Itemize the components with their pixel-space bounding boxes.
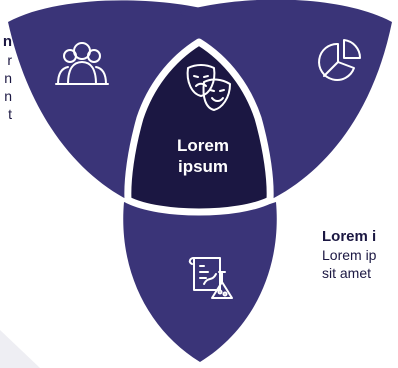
right-text-block: Lorem i Lorem ip sit amet: [322, 228, 398, 282]
theater-masks-icon: [186, 64, 231, 111]
left-text-block: n r n n t: [0, 33, 12, 123]
pie-chart-icon: [318, 39, 362, 81]
left-text-line2: n: [4, 70, 12, 86]
petal-left: [8, 0, 218, 201]
center-shape: [124, 38, 274, 216]
left-text-line1: r: [7, 52, 12, 68]
right-text-title: Lorem i: [322, 228, 377, 245]
right-text-line2: sit amet: [322, 265, 372, 281]
left-text-line4: t: [8, 106, 12, 122]
center-label-line2: ipsum: [177, 157, 229, 176]
corner-decoration: [0, 330, 40, 368]
science-lab-icon: [188, 257, 233, 299]
left-text-title: n: [2, 33, 12, 50]
right-text-line1: Lorem ip: [322, 247, 377, 263]
people-group-icon: [55, 42, 109, 85]
center-label: Lorem ipsum: [150, 135, 256, 177]
left-text-line3: n: [4, 88, 12, 104]
petal-bottom: [123, 202, 277, 362]
center-label-line1: Lorem: [177, 136, 229, 155]
